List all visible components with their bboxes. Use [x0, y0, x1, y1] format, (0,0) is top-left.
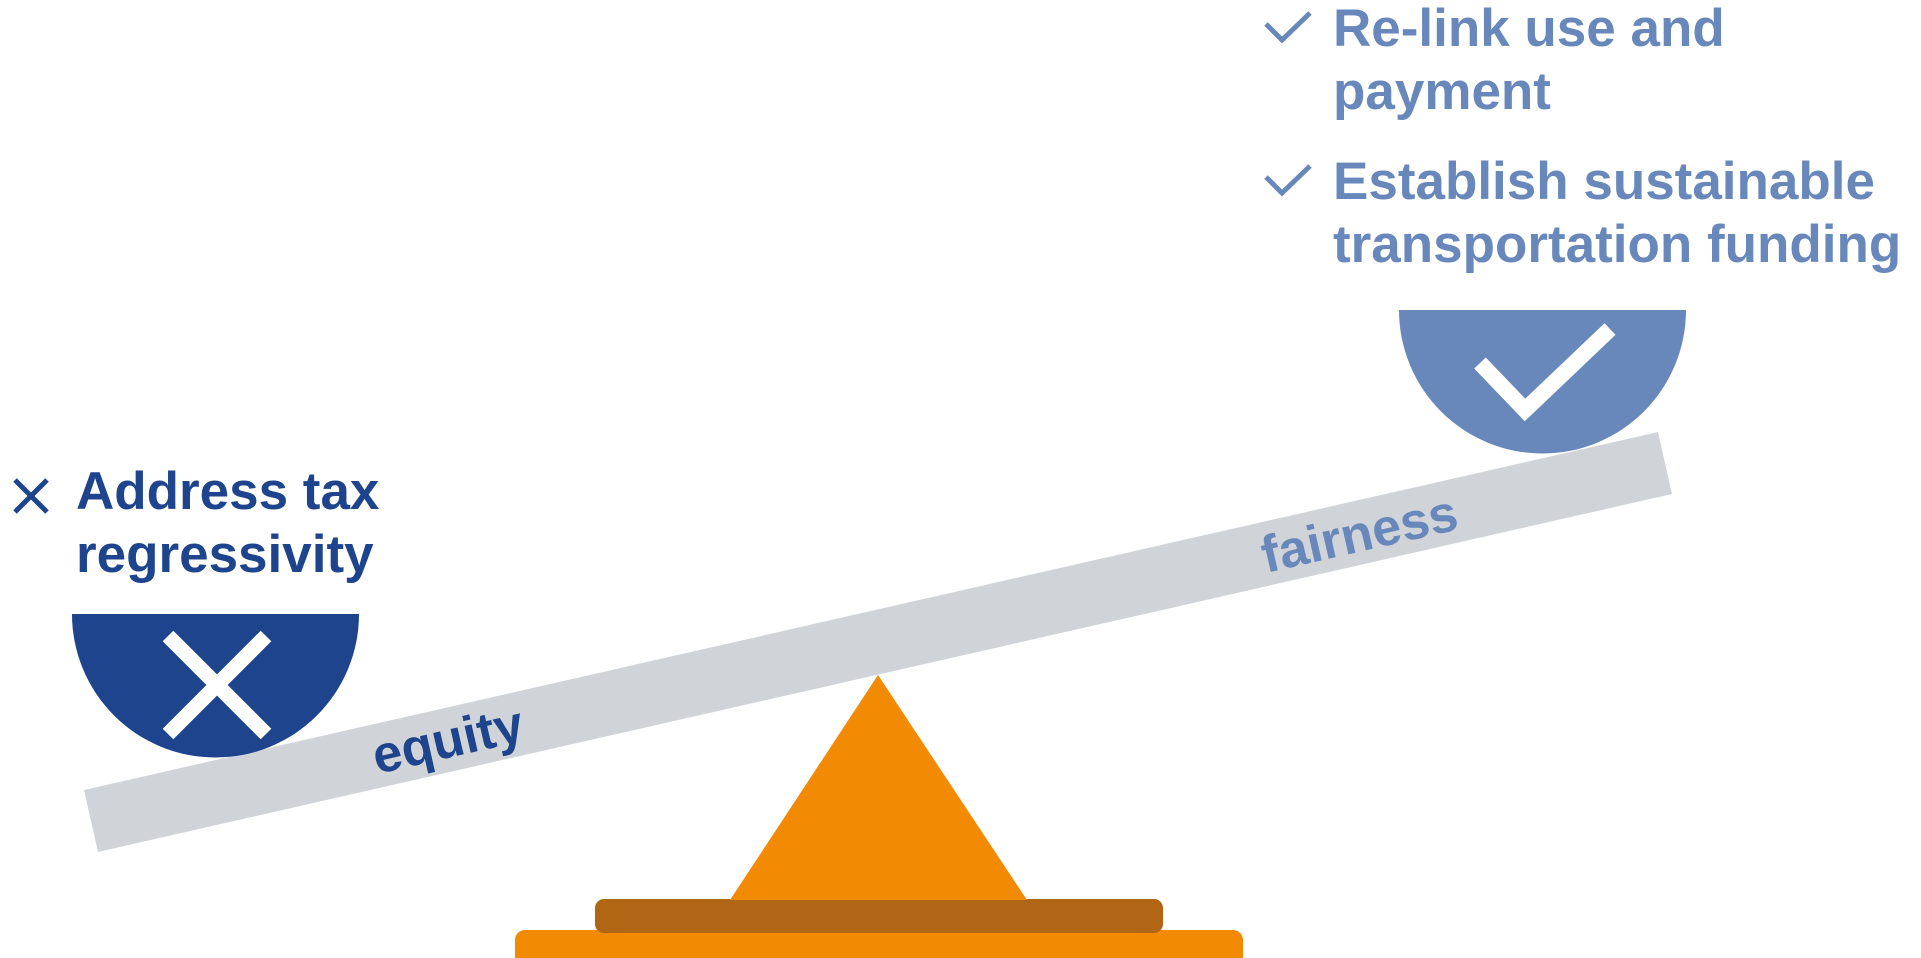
scale-base-top	[595, 899, 1163, 933]
beam-label-fairness: fairness	[1256, 484, 1463, 585]
scale-base	[515, 930, 1243, 958]
right-item-label: Re-link use and payment	[1333, 0, 1725, 121]
right-bowl	[1399, 310, 1686, 454]
seesaw-beam	[84, 432, 1672, 852]
check-icon	[1474, 323, 1616, 422]
x-icon	[12, 477, 50, 515]
x-icon	[162, 630, 272, 740]
right-item-relink: Re-link use and payment	[1263, 0, 1753, 123]
right-item-label: Establish sustainable transportation fun…	[1333, 152, 1902, 274]
check-icon	[1263, 162, 1313, 198]
check-icon	[1263, 9, 1313, 45]
left-item: Address tax regressivity	[12, 460, 416, 586]
fulcrum-triangle	[730, 675, 1027, 900]
right-item-funding: Establish sustainable transportation fun…	[1263, 150, 1921, 276]
left-item-label: Address tax regressivity	[76, 462, 380, 584]
